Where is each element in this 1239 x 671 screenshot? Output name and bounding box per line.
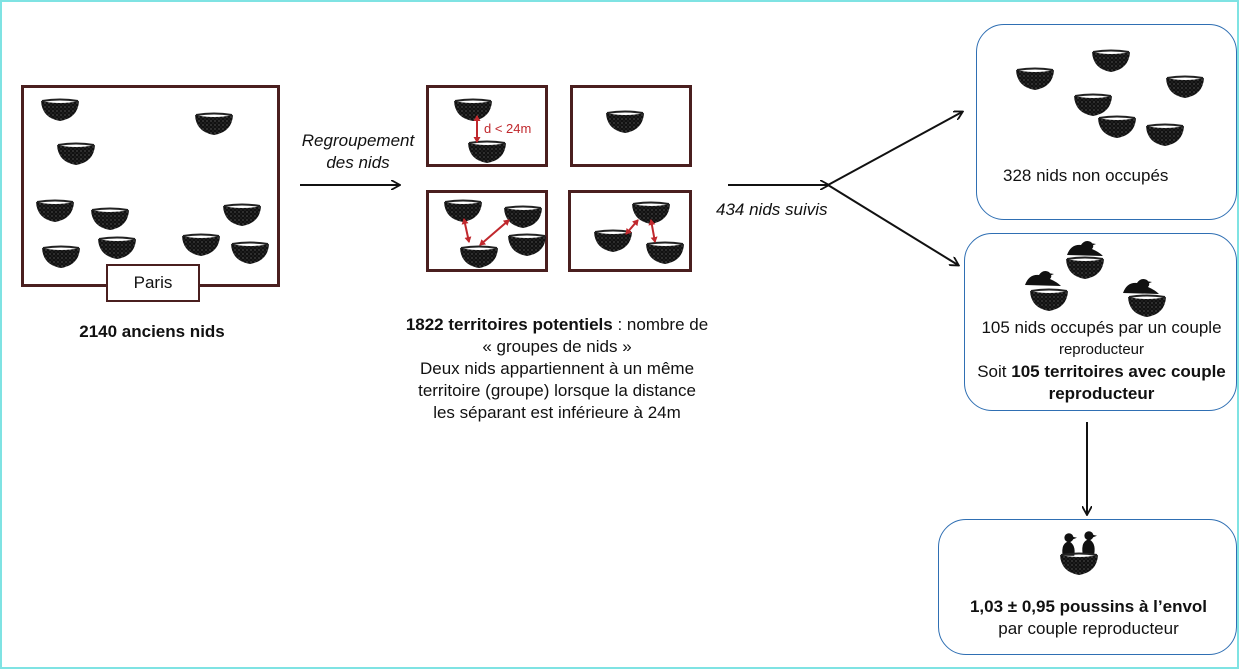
unoccupied-arrow bbox=[827, 112, 962, 186]
paris-label-box bbox=[106, 264, 200, 302]
unoccupied-label: 328 nids non occupés bbox=[1003, 166, 1169, 185]
fledglings-box: 1,03 ± 0,95 poussins à l’envol par coupl… bbox=[938, 519, 1237, 655]
grouping-label: Regroupement des nids bbox=[301, 131, 415, 172]
distance-arrow bbox=[625, 219, 639, 235]
fledglings-caption: 1,03 ± 0,95 poussins à l’envol par coupl… bbox=[969, 597, 1208, 638]
territories-caption: 1822 territoires potentiels : nombre de … bbox=[405, 315, 709, 422]
old-nests-caption: 2140 anciens nids bbox=[79, 322, 225, 341]
distance-arrow bbox=[461, 218, 472, 243]
occupied-caption: 105 nids occupés par un couple reproduct… bbox=[977, 318, 1226, 403]
paris-nests-box bbox=[21, 85, 280, 287]
paris-label: Paris bbox=[133, 273, 173, 292]
group-box-top-left bbox=[426, 85, 548, 167]
occupied-arrow bbox=[827, 184, 958, 265]
unoccupied-box: 328 nids non occupés bbox=[976, 24, 1237, 220]
group-box-top-right bbox=[570, 85, 692, 167]
distance-arrow bbox=[648, 219, 658, 243]
followed-nests-label: 434 nids suivis bbox=[716, 200, 828, 219]
distance-arrow bbox=[479, 219, 510, 246]
distance-label: d < 24m bbox=[484, 121, 532, 136]
occupied-box: 105 nids occupés par un couple reproduct… bbox=[964, 233, 1237, 411]
